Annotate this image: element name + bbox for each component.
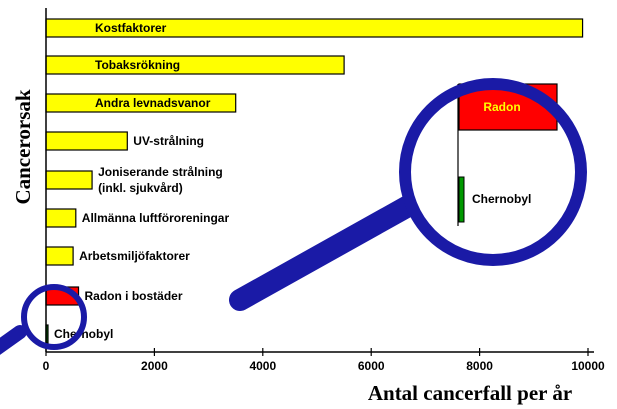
bar-label-4-line-0: Joniserande strålning [98, 165, 223, 179]
bar-4 [45, 170, 93, 190]
zoom-label-radon: Radon [483, 100, 520, 114]
x-tick-label-3: 6000 [358, 359, 385, 373]
x-tick-label-4: 8000 [466, 359, 493, 373]
zoom-bar-chernobyl [458, 176, 465, 223]
zoom-label-chernobyl: Chernobyl [472, 192, 531, 206]
bar-label-6: Arbetsmiljöfaktorer [79, 249, 190, 263]
bar-label-4-line-1: (inkl. sjukvård) [98, 181, 183, 195]
bar-label-5: Allmänna luftföroreningar [82, 211, 230, 225]
bar-label-1: Tobaksrökning [95, 58, 180, 72]
bar-3 [45, 131, 128, 151]
bar-label-3: UV-strålning [133, 134, 204, 148]
x-tick-label-1: 2000 [141, 359, 168, 373]
bar-5 [45, 208, 77, 228]
small-magnifier-handle [0, 325, 27, 355]
large-magnifier-ring [399, 78, 587, 266]
large-magnifier-handle [229, 194, 421, 311]
x-tick-label-0: 0 [43, 359, 50, 373]
x-tick-label-2: 4000 [249, 359, 276, 373]
bar-6 [45, 246, 74, 266]
bar-label-8: Chernobyl [54, 327, 113, 341]
bar-label-7: Radon i bostäder [85, 289, 183, 303]
bar-label-2: Andra levnadsvanor [95, 96, 211, 110]
y-axis-title: Cancerorsak [11, 89, 35, 204]
bar-1 [45, 55, 345, 75]
bar-label-0: Kostfaktorer [95, 21, 167, 35]
x-tick-label-5: 10000 [571, 359, 605, 373]
small-magnifier-ring [21, 284, 87, 350]
x-axis-title: Antal cancerfall per år [368, 381, 572, 405]
